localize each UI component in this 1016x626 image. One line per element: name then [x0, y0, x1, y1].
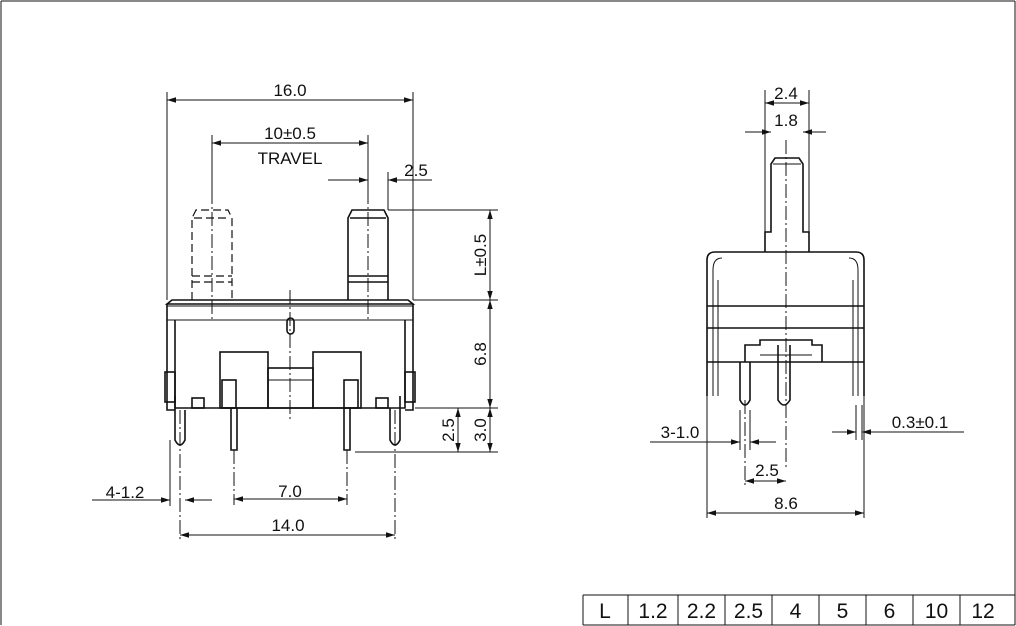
- end-view-centerlines: [744, 140, 787, 485]
- side-view: 16.0 10±0.5 TRAVEL 2.5 L±0.5 6.8 3.0 2.5…: [92, 81, 498, 540]
- dim-overall-width: 16.0: [273, 81, 306, 100]
- dim-end-pin-width: 3-1.0: [661, 423, 700, 442]
- end-view: 2.4 1.8 3-1.0 2.5 8.6 0.3±0.1: [650, 84, 964, 518]
- dim-body-width: 8.6: [774, 494, 798, 513]
- table-cell-value: 6: [884, 600, 896, 623]
- dim-end-pin-pitch: 2.5: [755, 461, 779, 480]
- table-cell-value: 12: [971, 600, 994, 623]
- dim-pin-span: 14.0: [271, 516, 304, 535]
- dim-pin-offset: 2.5: [439, 418, 458, 442]
- dim-actuator-width: 2.5: [404, 161, 428, 180]
- dim-actuator-outer: 2.4: [774, 84, 798, 103]
- dim-sheet-thickness: 0.3±0.1: [892, 413, 949, 432]
- length-table: L 1.2 2.2 2.5 4 5 6 10 12: [582, 594, 1015, 626]
- table-cell-value: 2.5: [734, 600, 763, 623]
- end-view-actuator: [764, 157, 810, 252]
- dim-pin-pitch: 7.0: [278, 482, 302, 501]
- dim-travel-label: TRAVEL: [258, 149, 323, 168]
- table-cell-value: 1.2: [638, 600, 667, 623]
- table-header-L: L: [599, 600, 611, 623]
- dim-actuator-height: L±0.5: [471, 234, 490, 276]
- end-view-extension-lines: [706, 90, 865, 518]
- dimension-lines: [92, 97, 493, 538]
- table-cell-value: 4: [790, 600, 802, 623]
- terminal-pins: [174, 396, 401, 451]
- table-cell-value: 10: [925, 600, 948, 623]
- dim-travel-value: 10±0.5: [264, 124, 316, 143]
- table-cell-value: 2.2: [687, 600, 716, 623]
- end-view-pins: [739, 345, 791, 406]
- table-cell-value: 5: [837, 600, 849, 623]
- end-view-dimension-lines: [650, 100, 964, 516]
- dim-pin-length: 3.0: [471, 418, 490, 442]
- centerlines: [179, 190, 396, 540]
- dim-pin-width: 4-1.2: [106, 483, 145, 502]
- extension-lines: [166, 92, 498, 506]
- dim-body-height: 6.8: [471, 342, 490, 366]
- dim-actuator-inner: 1.8: [774, 111, 798, 130]
